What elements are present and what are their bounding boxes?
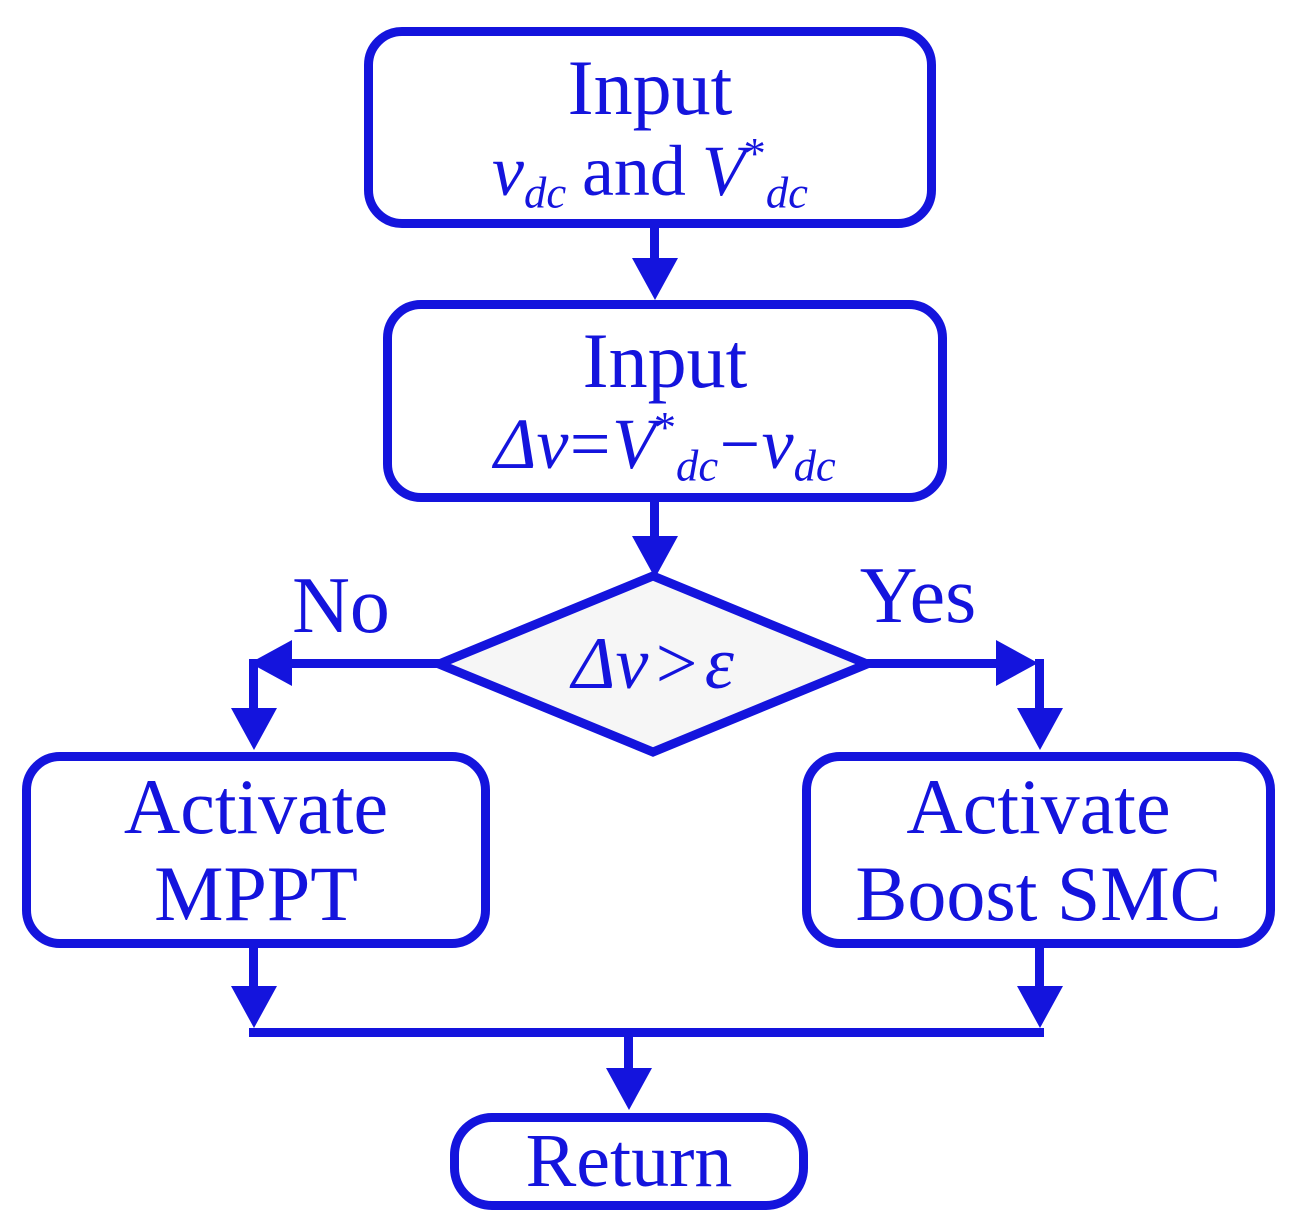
no-branch-label: No <box>292 562 390 650</box>
input2-formula: Δv=V*dc−vdc <box>494 401 836 491</box>
arrowhead-down-icon <box>1017 986 1063 1028</box>
edge-yes-horizontal <box>867 659 1000 668</box>
arrowhead-down-icon <box>606 1068 652 1110</box>
yes-branch-label: Yes <box>859 552 977 640</box>
return-node: Return <box>450 1113 808 1210</box>
arrow-input2-to-decision <box>650 501 659 538</box>
arrowhead-down-icon <box>231 708 277 750</box>
input-error-node: Input Δv=V*dc−vdc <box>383 300 947 502</box>
activate-boost-smc-node: Activate Boost SMC <box>802 752 1275 948</box>
edge-merge-horizontal <box>249 1028 1044 1037</box>
return-label: Return <box>525 1118 733 1203</box>
arrowhead-right-icon <box>996 640 1038 686</box>
decision-formula: Δv>ε <box>572 622 734 705</box>
activate-mppt-node: Activate MPPT <box>22 752 490 948</box>
arrow-input1-to-input2 <box>650 226 659 260</box>
edge-mppt-down <box>249 946 258 988</box>
smc-line1: Activate <box>906 762 1171 850</box>
edge-smc-down <box>1035 946 1044 988</box>
edge-merge-to-return <box>624 1036 633 1070</box>
mppt-line1: Activate <box>123 762 389 850</box>
arrowhead-down-icon <box>632 258 678 300</box>
arrowhead-down-icon <box>1017 708 1063 750</box>
input1-title: Input <box>567 43 733 131</box>
edge-no-vertical <box>249 659 258 711</box>
edge-yes-vertical <box>1035 659 1044 711</box>
input2-title: Input <box>582 317 748 404</box>
smc-line2: Boost SMC <box>855 850 1222 937</box>
mppt-line2: MPPT <box>154 850 358 937</box>
edge-no-horizontal <box>290 659 440 668</box>
arrowhead-down-icon <box>231 986 277 1028</box>
arrowhead-down-icon <box>632 536 678 578</box>
